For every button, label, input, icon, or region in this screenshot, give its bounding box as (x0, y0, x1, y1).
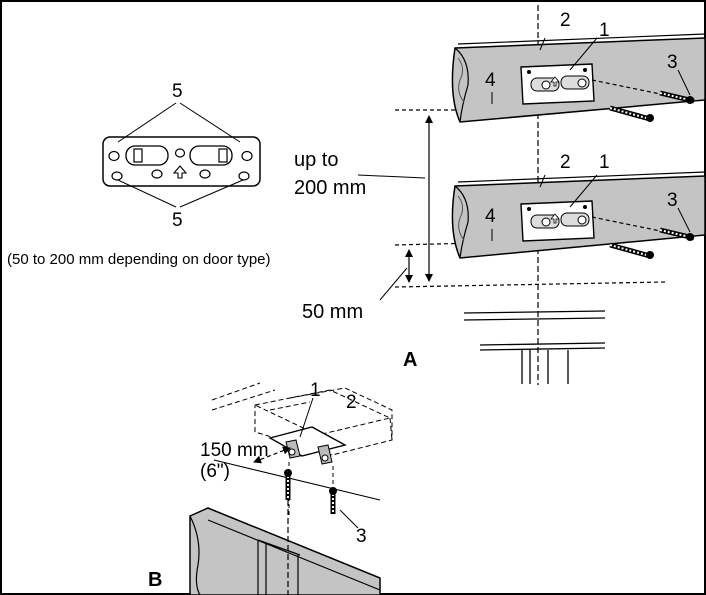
offset-label-line1: 150 mm (200, 440, 269, 461)
ceiling-screws (284, 462, 337, 515)
panel-a-label: A (403, 349, 417, 371)
up-arrow-icon (172, 165, 188, 179)
range-note: (50 to 200 mm depending on door type) (7, 251, 271, 268)
upper-screw-callout: 3 (667, 52, 678, 73)
upper-header-callout: 4 (485, 70, 496, 91)
ceiling-screw-callout: 3 (356, 526, 367, 547)
upper-door-header (451, 33, 706, 123)
door-frame-a (463, 310, 606, 384)
upper-bracket-callout: 1 (599, 20, 610, 41)
door-header-b (189, 500, 381, 595)
plate-bottom-callout: 5 (172, 210, 183, 231)
lower-header-callout: 4 (485, 206, 496, 227)
mounting-plate-detail (102, 102, 261, 208)
plate-top-callout: 5 (172, 81, 183, 102)
range-label-line2: 200 mm (294, 177, 366, 199)
lower-screw-callout: 3 (667, 190, 678, 211)
lower-door-header (451, 171, 706, 259)
ceiling-centerline-callout: 2 (346, 392, 357, 413)
range-label-line1: up to (294, 149, 338, 171)
lower-bracket-callout: 1 (599, 152, 610, 173)
panel-b-label: B (148, 569, 162, 591)
min-distance-label: 50 mm (302, 301, 363, 323)
upper-centerline-callout: 2 (560, 10, 571, 31)
offset-label-line2: (6") (200, 461, 230, 482)
ceiling-bracket (213, 426, 381, 501)
ceiling-bracket-callout: 1 (310, 380, 321, 401)
lower-centerline-callout: 2 (560, 152, 571, 173)
